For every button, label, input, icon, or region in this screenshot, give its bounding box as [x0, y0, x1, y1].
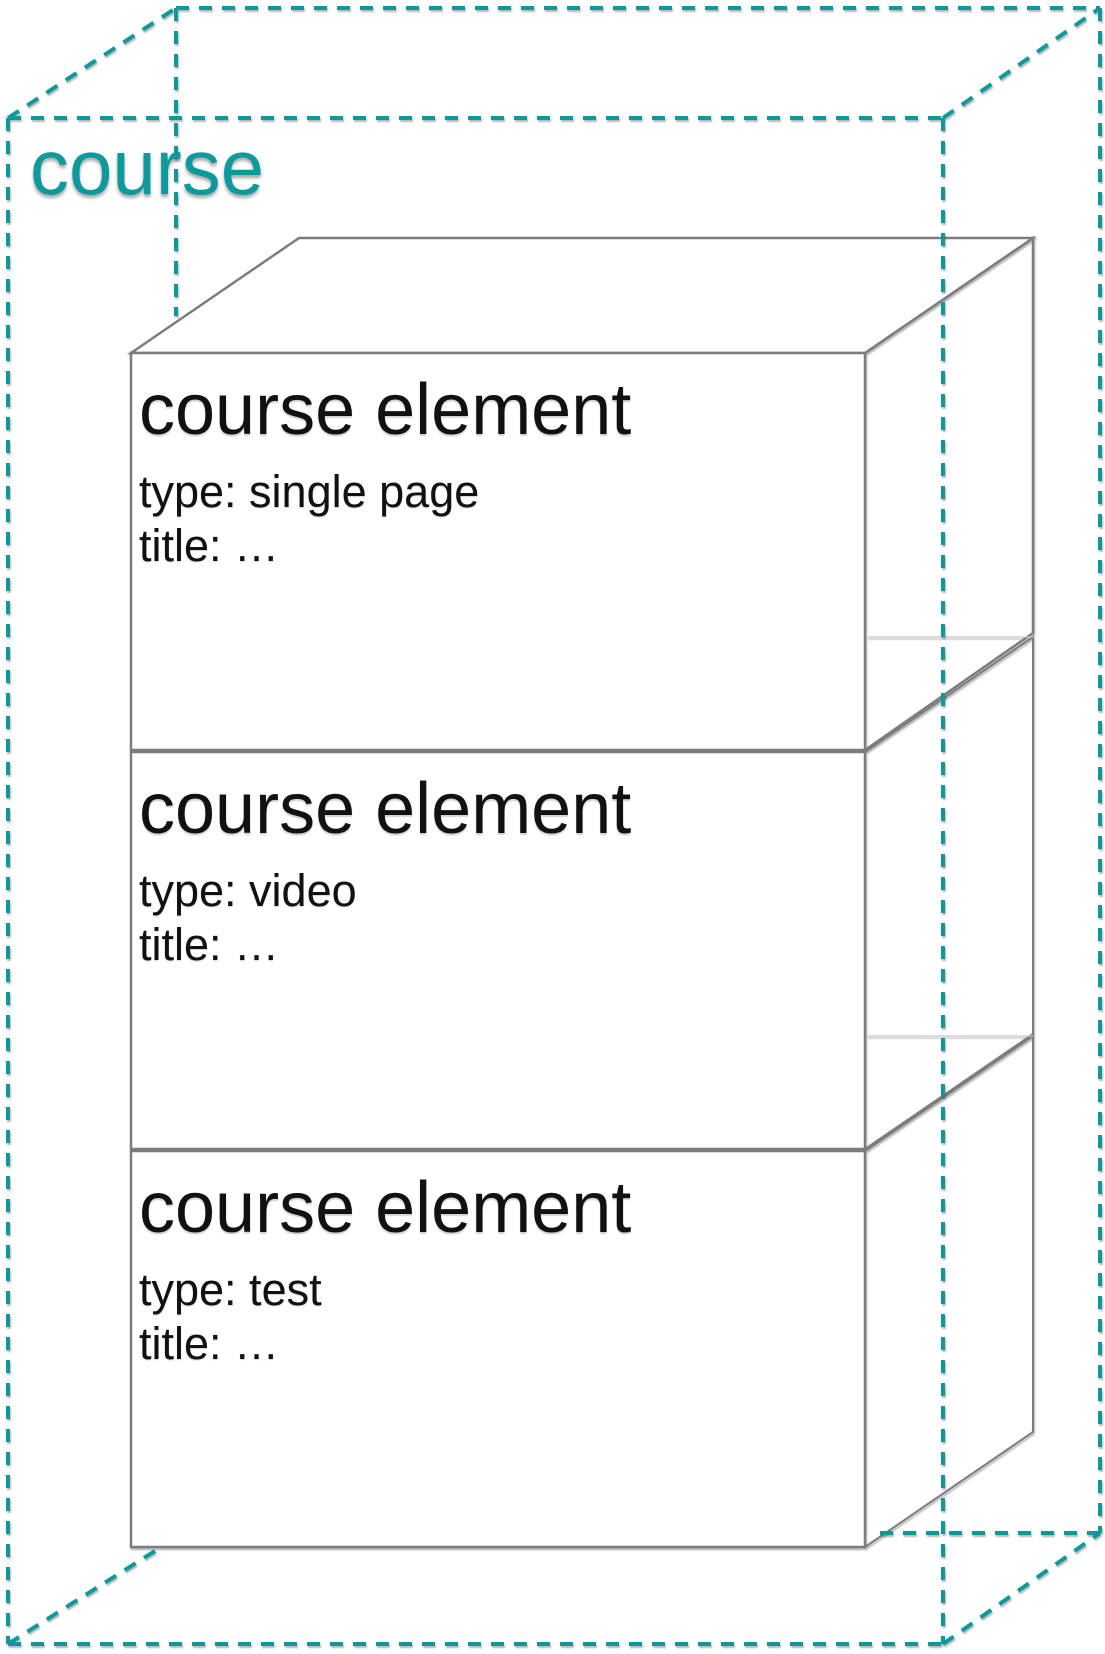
- course-element-meta: type: video title: …: [139, 864, 855, 972]
- course-boundary-dashed-outline: [6, 6, 1102, 1646]
- course-element-title: title: …: [139, 919, 280, 970]
- course-element-box-video: course element type: video title: …: [131, 752, 865, 1149]
- course-element-box-test: course element type: test title: …: [131, 1151, 865, 1548]
- course-element-heading: course element: [139, 769, 632, 849]
- course-element-stack-lines: [126, 235, 1038, 1549]
- course-container-label: course: [30, 123, 265, 211]
- course-element-title: title: …: [139, 1318, 280, 1369]
- course-element-type: type: single page: [139, 466, 480, 517]
- course-element-type: type: video: [139, 865, 357, 916]
- course-element-meta: type: test title: …: [139, 1263, 855, 1371]
- course-element-heading: course element: [139, 1168, 632, 1248]
- course-element-heading: course element: [139, 370, 632, 450]
- course-element-title: title: …: [139, 520, 280, 571]
- course-element-meta: type: single page title: …: [139, 465, 855, 573]
- course-element-box-single-page: course element type: single page title: …: [131, 353, 865, 750]
- course-element-type: type: test: [139, 1264, 322, 1315]
